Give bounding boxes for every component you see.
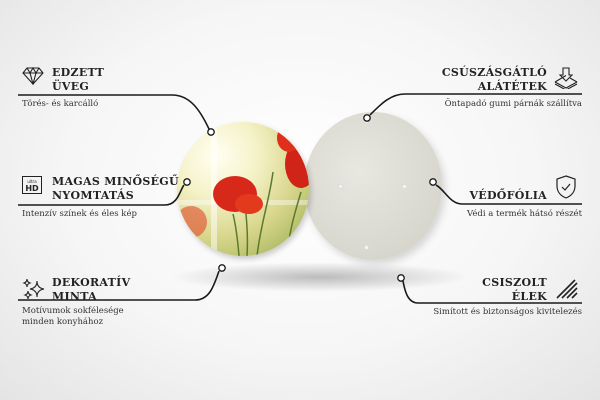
title-line: CSÚSZÁSGÁTLÓ bbox=[441, 66, 547, 79]
title-line: EDZETT bbox=[52, 66, 105, 79]
icon-text: HD bbox=[25, 184, 39, 193]
pad-hole bbox=[364, 245, 369, 250]
feature-desc: Simított és biztonságos kivitelezés bbox=[433, 307, 582, 317]
feature-desc: Védi a termék hátsó részét bbox=[467, 209, 582, 219]
polished-edges-icon bbox=[556, 279, 578, 303]
feature-title-tempered-glass: EDZETT ÜVEG bbox=[52, 66, 104, 94]
title-line: CSISZOLT bbox=[482, 276, 547, 289]
feature-desc: Öntapadó gumi párnák szállítva bbox=[444, 99, 582, 109]
desc-line: minden konyhához bbox=[22, 317, 104, 327]
title-line: DEKORATÍV bbox=[52, 276, 131, 289]
feature-desc: Törés- és karcálló bbox=[22, 99, 99, 109]
anti-slip-pad-icon bbox=[554, 67, 578, 93]
desc-line: Motívumok sokfélesége bbox=[22, 306, 124, 316]
feature-title-protective-film: VÉDŐFÓLIA bbox=[469, 189, 547, 202]
feature-title-anti-slip: CSÚSZÁSGÁTLÓ ALÁTÉTEK bbox=[442, 66, 547, 94]
coaster-back-disc bbox=[304, 112, 442, 260]
title-line: MAGAS MINŐSÉGŰ bbox=[52, 175, 179, 188]
icon-text: ultra bbox=[27, 179, 37, 184]
title-line: MINTA bbox=[52, 290, 97, 303]
ultra-hd-icon: ultra HD bbox=[22, 176, 42, 194]
pad-hole bbox=[338, 184, 343, 189]
feature-title-decorative: DEKORATÍV MINTA bbox=[52, 276, 130, 304]
title-line: ÜVEG bbox=[52, 80, 90, 93]
feature-desc: Intenzív színek és éles kép bbox=[22, 209, 137, 219]
pad-hole bbox=[402, 184, 407, 189]
feature-title-polished-edges: CSISZOLT ÉLEK bbox=[482, 276, 547, 304]
feature-title-hq-print: MAGAS MINŐSÉGŰ NYOMTATÁS bbox=[52, 175, 179, 203]
feature-desc: Motívumok sokfélesége minden konyhához bbox=[22, 306, 124, 328]
diamond-icon bbox=[22, 66, 44, 89]
title-line: ALÁTÉTEK bbox=[477, 80, 547, 93]
sparkles-icon bbox=[22, 278, 46, 304]
title-line: NYOMTATÁS bbox=[52, 189, 134, 202]
shield-check-icon bbox=[556, 175, 576, 203]
title-line: ÉLEK bbox=[511, 290, 547, 303]
